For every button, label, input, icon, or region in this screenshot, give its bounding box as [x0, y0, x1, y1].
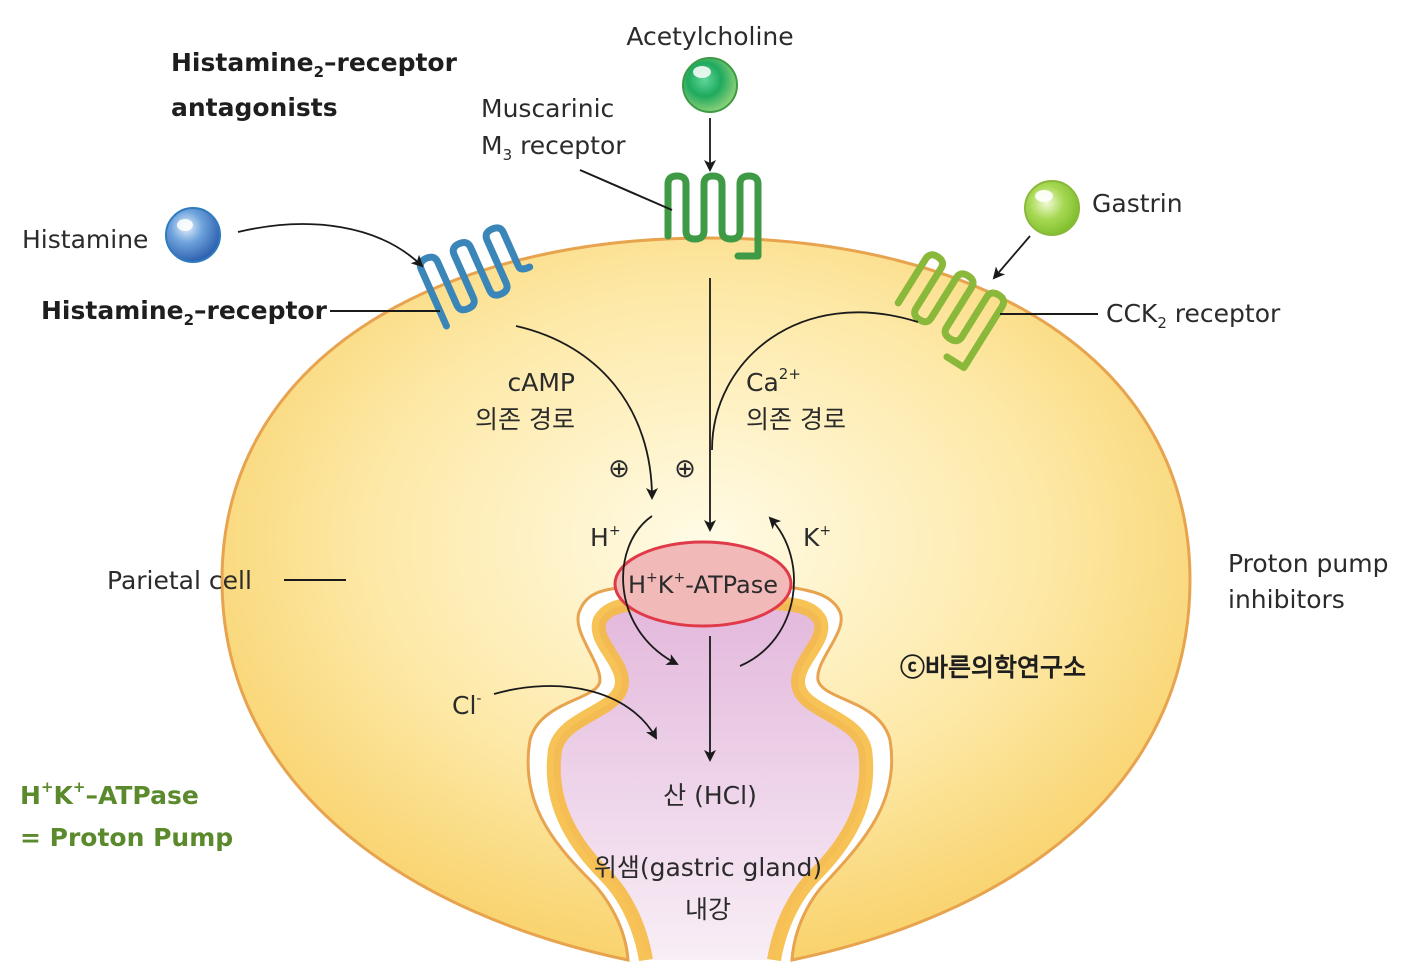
- gastrin-molecule-icon: [1024, 180, 1080, 236]
- k-ion-arrow: [739, 516, 795, 667]
- lumen-label-line2: 내강: [685, 895, 731, 924]
- cck2-receptor-icon: [894, 251, 1008, 372]
- gastrin-label: Gastrin: [1092, 189, 1183, 218]
- muscarinic-label: Muscarinic: [481, 94, 614, 123]
- histamine-binding-arrow: [237, 223, 424, 268]
- muscarinic-m3-receptor-icon: [664, 172, 762, 260]
- h2-receptor-label: Histamine2–receptor: [41, 296, 328, 329]
- ppi-label: Proton pump: [1228, 549, 1389, 578]
- histamine-label: Histamine: [22, 225, 148, 254]
- k-ion-label: K+: [803, 523, 831, 552]
- muscarinic-label-line2: M3 receptor: [481, 131, 626, 164]
- chloride-label: Cl-: [452, 691, 481, 720]
- stimulation-plus-icon: ⊕: [608, 454, 630, 484]
- ppi-label-line2: inhibitors: [1228, 585, 1345, 614]
- copyright-watermark: ⓒ바른의학연구소: [900, 653, 1086, 682]
- proton-pump-label: H+K+-ATPase: [628, 570, 778, 599]
- h-ion-label: H+: [590, 523, 621, 552]
- calcium-pathway-label: 의존 경로: [746, 405, 846, 434]
- gastrin-pathway-arrow: [711, 311, 919, 451]
- gastrin-binding-arrow: [992, 235, 1031, 280]
- legend-proton-pump-line2: = Proton Pump: [20, 823, 233, 852]
- h2-antagonists-title-line2: antagonists: [171, 93, 338, 122]
- h-ion-arrow: [622, 515, 679, 665]
- acetylcholine-molecule-icon: [682, 57, 738, 113]
- gastric-gland-lumen: [553, 603, 867, 960]
- histamine2-receptor-icon: [416, 224, 534, 330]
- acetylcholine-label: Acetylcholine: [626, 22, 793, 51]
- acid-label: 산 (HCl): [663, 781, 757, 810]
- camp-pathway-arrow: [515, 325, 658, 500]
- legend-proton-pump: H+K+–ATPase: [20, 778, 199, 810]
- camp-pathway-label: 의존 경로: [475, 405, 575, 434]
- camp-label: cAMP: [508, 368, 576, 397]
- cl-ion-arrow: [493, 685, 657, 740]
- parietal-cell-label: Parietal cell: [107, 566, 252, 595]
- muscarinic-leader: [579, 169, 673, 211]
- lumen-label: 위샘(gastric gland): [594, 853, 822, 882]
- calcium-label: Ca2+: [746, 365, 801, 397]
- proton-pump: [613, 540, 793, 628]
- parietal-cell-body: [220, 236, 1192, 962]
- stimulation-plus-icon: ⊕: [674, 454, 696, 484]
- cck2-receptor-label: CCK2 receptor: [1106, 299, 1281, 332]
- histamine-molecule-icon: [165, 207, 221, 263]
- h2-antagonists-title: Histamine2–receptor: [171, 48, 458, 81]
